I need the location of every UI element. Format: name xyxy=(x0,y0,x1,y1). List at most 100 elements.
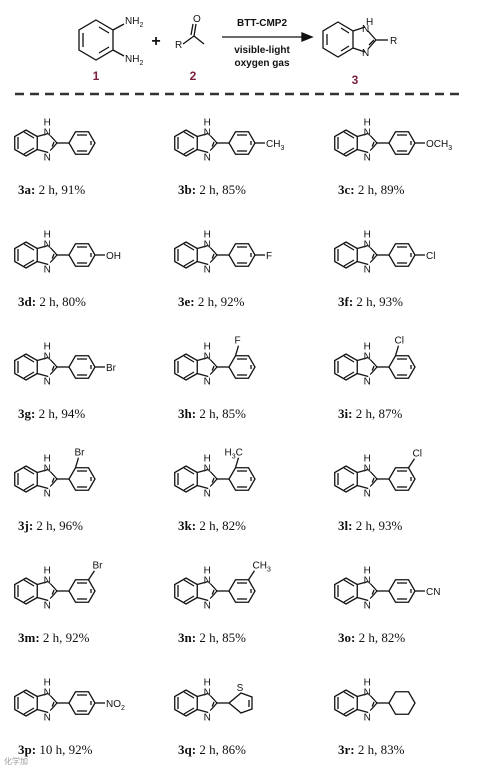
nh-hydrogen: H xyxy=(44,230,51,241)
condition-line-1: visible-light xyxy=(234,45,290,56)
yield-value: 92% xyxy=(66,630,90,645)
reactant-2-number: 2 xyxy=(190,69,197,83)
yield-value: 85% xyxy=(222,630,246,645)
nh-nitrogen: N xyxy=(44,240,51,251)
substituent-label: NO2 xyxy=(106,699,125,712)
compound-id: 3p: xyxy=(18,742,36,757)
nh-nitrogen: N xyxy=(44,576,51,587)
aldehyde-r-label: R xyxy=(175,40,182,51)
reactant-1-structure xyxy=(78,19,125,61)
yield-caption-3j: 3j: 2 h, 96% xyxy=(18,518,83,533)
product-structure xyxy=(322,21,388,58)
substituent-label: Br xyxy=(93,561,104,572)
reaction-time: 2 h, xyxy=(195,294,221,309)
nh-nitrogen: N xyxy=(364,128,371,139)
yield-caption-3c: 3c: 2 h, 89% xyxy=(338,182,405,197)
compound-id: 3m: xyxy=(18,630,40,645)
yield-caption-3q: 3q: 2 h, 86% xyxy=(178,742,246,757)
yield-caption-3m: 3m: 2 h, 92% xyxy=(18,630,90,645)
reaction-time: 2 h, xyxy=(35,182,61,197)
nh-nitrogen: N xyxy=(364,688,371,699)
substituent-label: H3C xyxy=(225,448,243,461)
imine-nitrogen: N xyxy=(204,265,211,276)
imine-nitrogen: N xyxy=(364,601,371,612)
yield-caption-3o: 3o: 2 h, 82% xyxy=(338,630,405,645)
nh-hydrogen: H xyxy=(44,342,51,353)
yield-value: 91% xyxy=(61,182,85,197)
yield-caption-3e: 3e: 2 h, 92% xyxy=(178,294,245,309)
nh-hydrogen: H xyxy=(204,454,211,465)
reaction-time: 2 h, xyxy=(352,518,378,533)
compound-3a: HNN 3a: 2 h, 91% xyxy=(14,118,96,197)
compound-id: 3e: xyxy=(178,294,195,309)
compound-id: 3b: xyxy=(178,182,196,197)
nh-nitrogen: N xyxy=(204,352,211,363)
product-number: 3 xyxy=(352,73,359,87)
reactant-2-structure xyxy=(182,23,205,45)
compound-id: 3j: xyxy=(18,518,33,533)
structure-3a: HNN xyxy=(14,118,96,164)
imine-nitrogen: N xyxy=(44,265,51,276)
nh-hydrogen: H xyxy=(364,454,371,465)
yield-value: 93% xyxy=(379,294,403,309)
nh-nitrogen: N xyxy=(44,464,51,475)
reaction-time: 2 h, xyxy=(196,630,222,645)
yield-caption-3f: 3f: 2 h, 93% xyxy=(338,294,403,309)
substituent-label: Br xyxy=(75,448,86,459)
nh-nitrogen: N xyxy=(44,688,51,699)
reaction-time: 2 h, xyxy=(355,742,381,757)
compound-id: 3q: xyxy=(178,742,196,757)
compound-id: 3l: xyxy=(338,518,352,533)
nh-hydrogen: H xyxy=(44,454,51,465)
yield-value: 85% xyxy=(222,406,246,421)
product-nh-h: H xyxy=(366,17,373,28)
compound-id: 3h: xyxy=(178,406,196,421)
substituent-label: F xyxy=(266,251,272,262)
yield-value: 80% xyxy=(62,294,86,309)
nh-hydrogen: H xyxy=(44,118,51,129)
reaction-header-text: NH2 NH2 1 + R O 2 BTT-CMP2 visible-light… xyxy=(93,14,398,87)
product-nh-n: N xyxy=(362,24,369,35)
nh-nitrogen: N xyxy=(364,352,371,363)
yield-caption-3d: 3d: 2 h, 80% xyxy=(18,294,86,309)
imine-nitrogen: N xyxy=(364,265,371,276)
yield-value: 83% xyxy=(381,742,405,757)
nh-hydrogen: H xyxy=(204,566,211,577)
substituent-label: Cl xyxy=(426,251,435,262)
compound-id: 3a: xyxy=(18,182,35,197)
nh-nitrogen: N xyxy=(204,576,211,587)
imine-nitrogen: N xyxy=(44,489,51,500)
substituent-label: CN xyxy=(426,587,440,598)
reaction-time: 2 h, xyxy=(355,182,381,197)
yield-caption-3h: 3h: 2 h, 85% xyxy=(178,406,246,421)
substituent-label: OH xyxy=(106,251,121,262)
compound-id: 3i: xyxy=(338,406,352,421)
compound-id: 3r: xyxy=(338,742,355,757)
plus-sign: + xyxy=(151,33,160,50)
condition-line-2: oxygen gas xyxy=(234,58,289,69)
yield-caption-3a: 3a: 2 h, 91% xyxy=(18,182,85,197)
nh-hydrogen: H xyxy=(44,678,51,689)
imine-nitrogen: N xyxy=(204,153,211,164)
reaction-time: 2 h, xyxy=(196,406,222,421)
nh-hydrogen: H xyxy=(364,566,371,577)
reaction-time: 2 h, xyxy=(355,630,381,645)
compound-id: 3d: xyxy=(18,294,36,309)
